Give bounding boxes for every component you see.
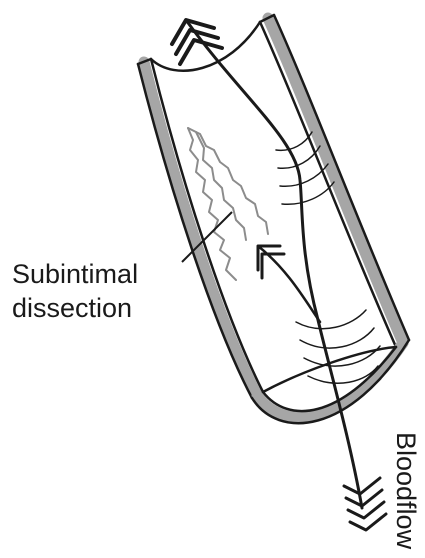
dissection-flap-right-edge [188, 128, 268, 234]
flow-contour [296, 310, 366, 329]
main-flow-arrow-feather [344, 478, 380, 494]
vessel-right-wall-inner [260, 22, 396, 347]
vessel [138, 15, 409, 423]
label-subintimal: Subintimal [12, 258, 138, 290]
label-dissection: dissection [12, 292, 132, 324]
vessel-right-wall-gray [268, 18, 403, 343]
flow-contour [304, 346, 380, 366]
vessel-left-wall-inner [151, 59, 263, 392]
vessel-right-wall-outer [274, 15, 409, 340]
label-bloodflow: Bloodflow [390, 432, 422, 549]
flow-contour [300, 328, 374, 348]
